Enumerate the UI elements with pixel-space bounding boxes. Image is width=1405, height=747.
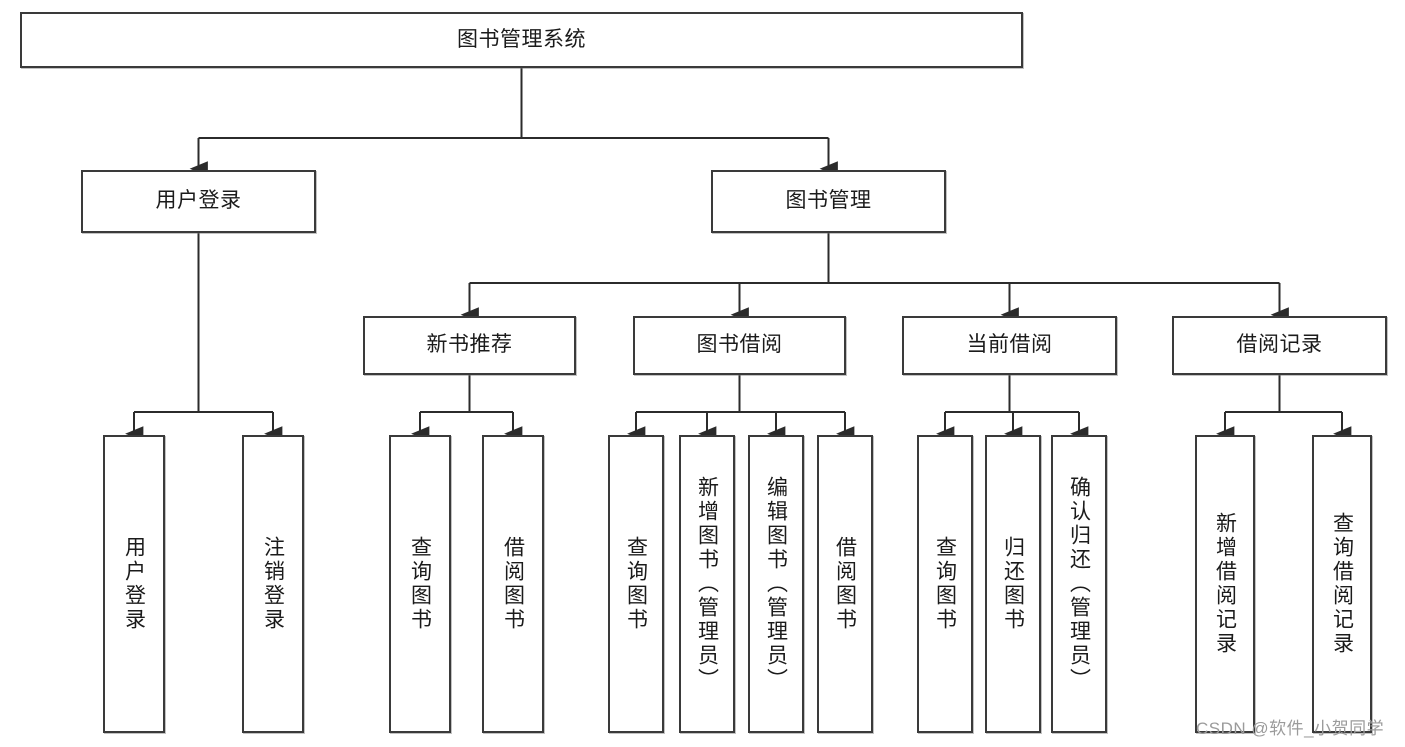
node-leaf-new-1[interactable]: 查询图书 (389, 435, 451, 733)
node-label: 图书管理系统 (457, 27, 586, 51)
node-current[interactable]: 当前借阅 (902, 316, 1117, 375)
node-newbook[interactable]: 新书推荐 (363, 316, 576, 375)
node-label: 查询图书 (933, 536, 957, 632)
node-borrow[interactable]: 图书借阅 (633, 316, 846, 375)
node-label: 借阅记录 (1236, 333, 1323, 357)
node-label: 当前借阅 (966, 333, 1053, 357)
node-label: 借阅图书 (833, 536, 857, 632)
node-label: 借阅图书 (501, 536, 525, 632)
node-label: 归还图书 (1001, 536, 1025, 632)
node-root[interactable]: 图书管理系统 (20, 12, 1023, 68)
node-leaf-rec-2[interactable]: 查询借阅记录 (1312, 435, 1372, 733)
node-label: 查询图书 (624, 536, 648, 632)
node-leaf-bor-2[interactable]: 新增图书（管理员） (679, 435, 735, 733)
node-leaf-cur-2[interactable]: 归还图书 (985, 435, 1041, 733)
node-login[interactable]: 用户登录 (81, 170, 316, 233)
node-leaf-bor-4[interactable]: 借阅图书 (817, 435, 873, 733)
node-label: 图书管理 (785, 189, 872, 213)
node-label: 新书推荐 (426, 333, 513, 357)
node-label: 用户登录 (155, 189, 242, 213)
node-leaf-login-1[interactable]: 用户登录 (103, 435, 165, 733)
node-leaf-cur-3[interactable]: 确认归还（管理员） (1051, 435, 1107, 733)
node-leaf-rec-1[interactable]: 新增借阅记录 (1195, 435, 1255, 733)
node-label: 用户登录 (122, 536, 146, 632)
node-leaf-bor-1[interactable]: 查询图书 (608, 435, 664, 733)
node-label: 查询图书 (408, 536, 432, 632)
node-label: 确认归还（管理员） (1067, 476, 1091, 692)
node-leaf-cur-1[interactable]: 查询图书 (917, 435, 973, 733)
node-label: 新增图书（管理员） (695, 476, 719, 692)
tree-connectors (125, 68, 1352, 442)
node-label: 新增借阅记录 (1213, 512, 1237, 656)
node-label: 图书借阅 (696, 333, 783, 357)
node-leaf-bor-3[interactable]: 编辑图书（管理员） (748, 435, 804, 733)
node-label: 查询借阅记录 (1330, 512, 1354, 656)
node-bookmgmt[interactable]: 图书管理 (711, 170, 946, 233)
node-label: 注销登录 (261, 536, 285, 632)
node-label: 编辑图书（管理员） (764, 476, 788, 692)
node-leaf-new-2[interactable]: 借阅图书 (482, 435, 544, 733)
node-leaf-login-2[interactable]: 注销登录 (242, 435, 304, 733)
node-records[interactable]: 借阅记录 (1172, 316, 1387, 375)
